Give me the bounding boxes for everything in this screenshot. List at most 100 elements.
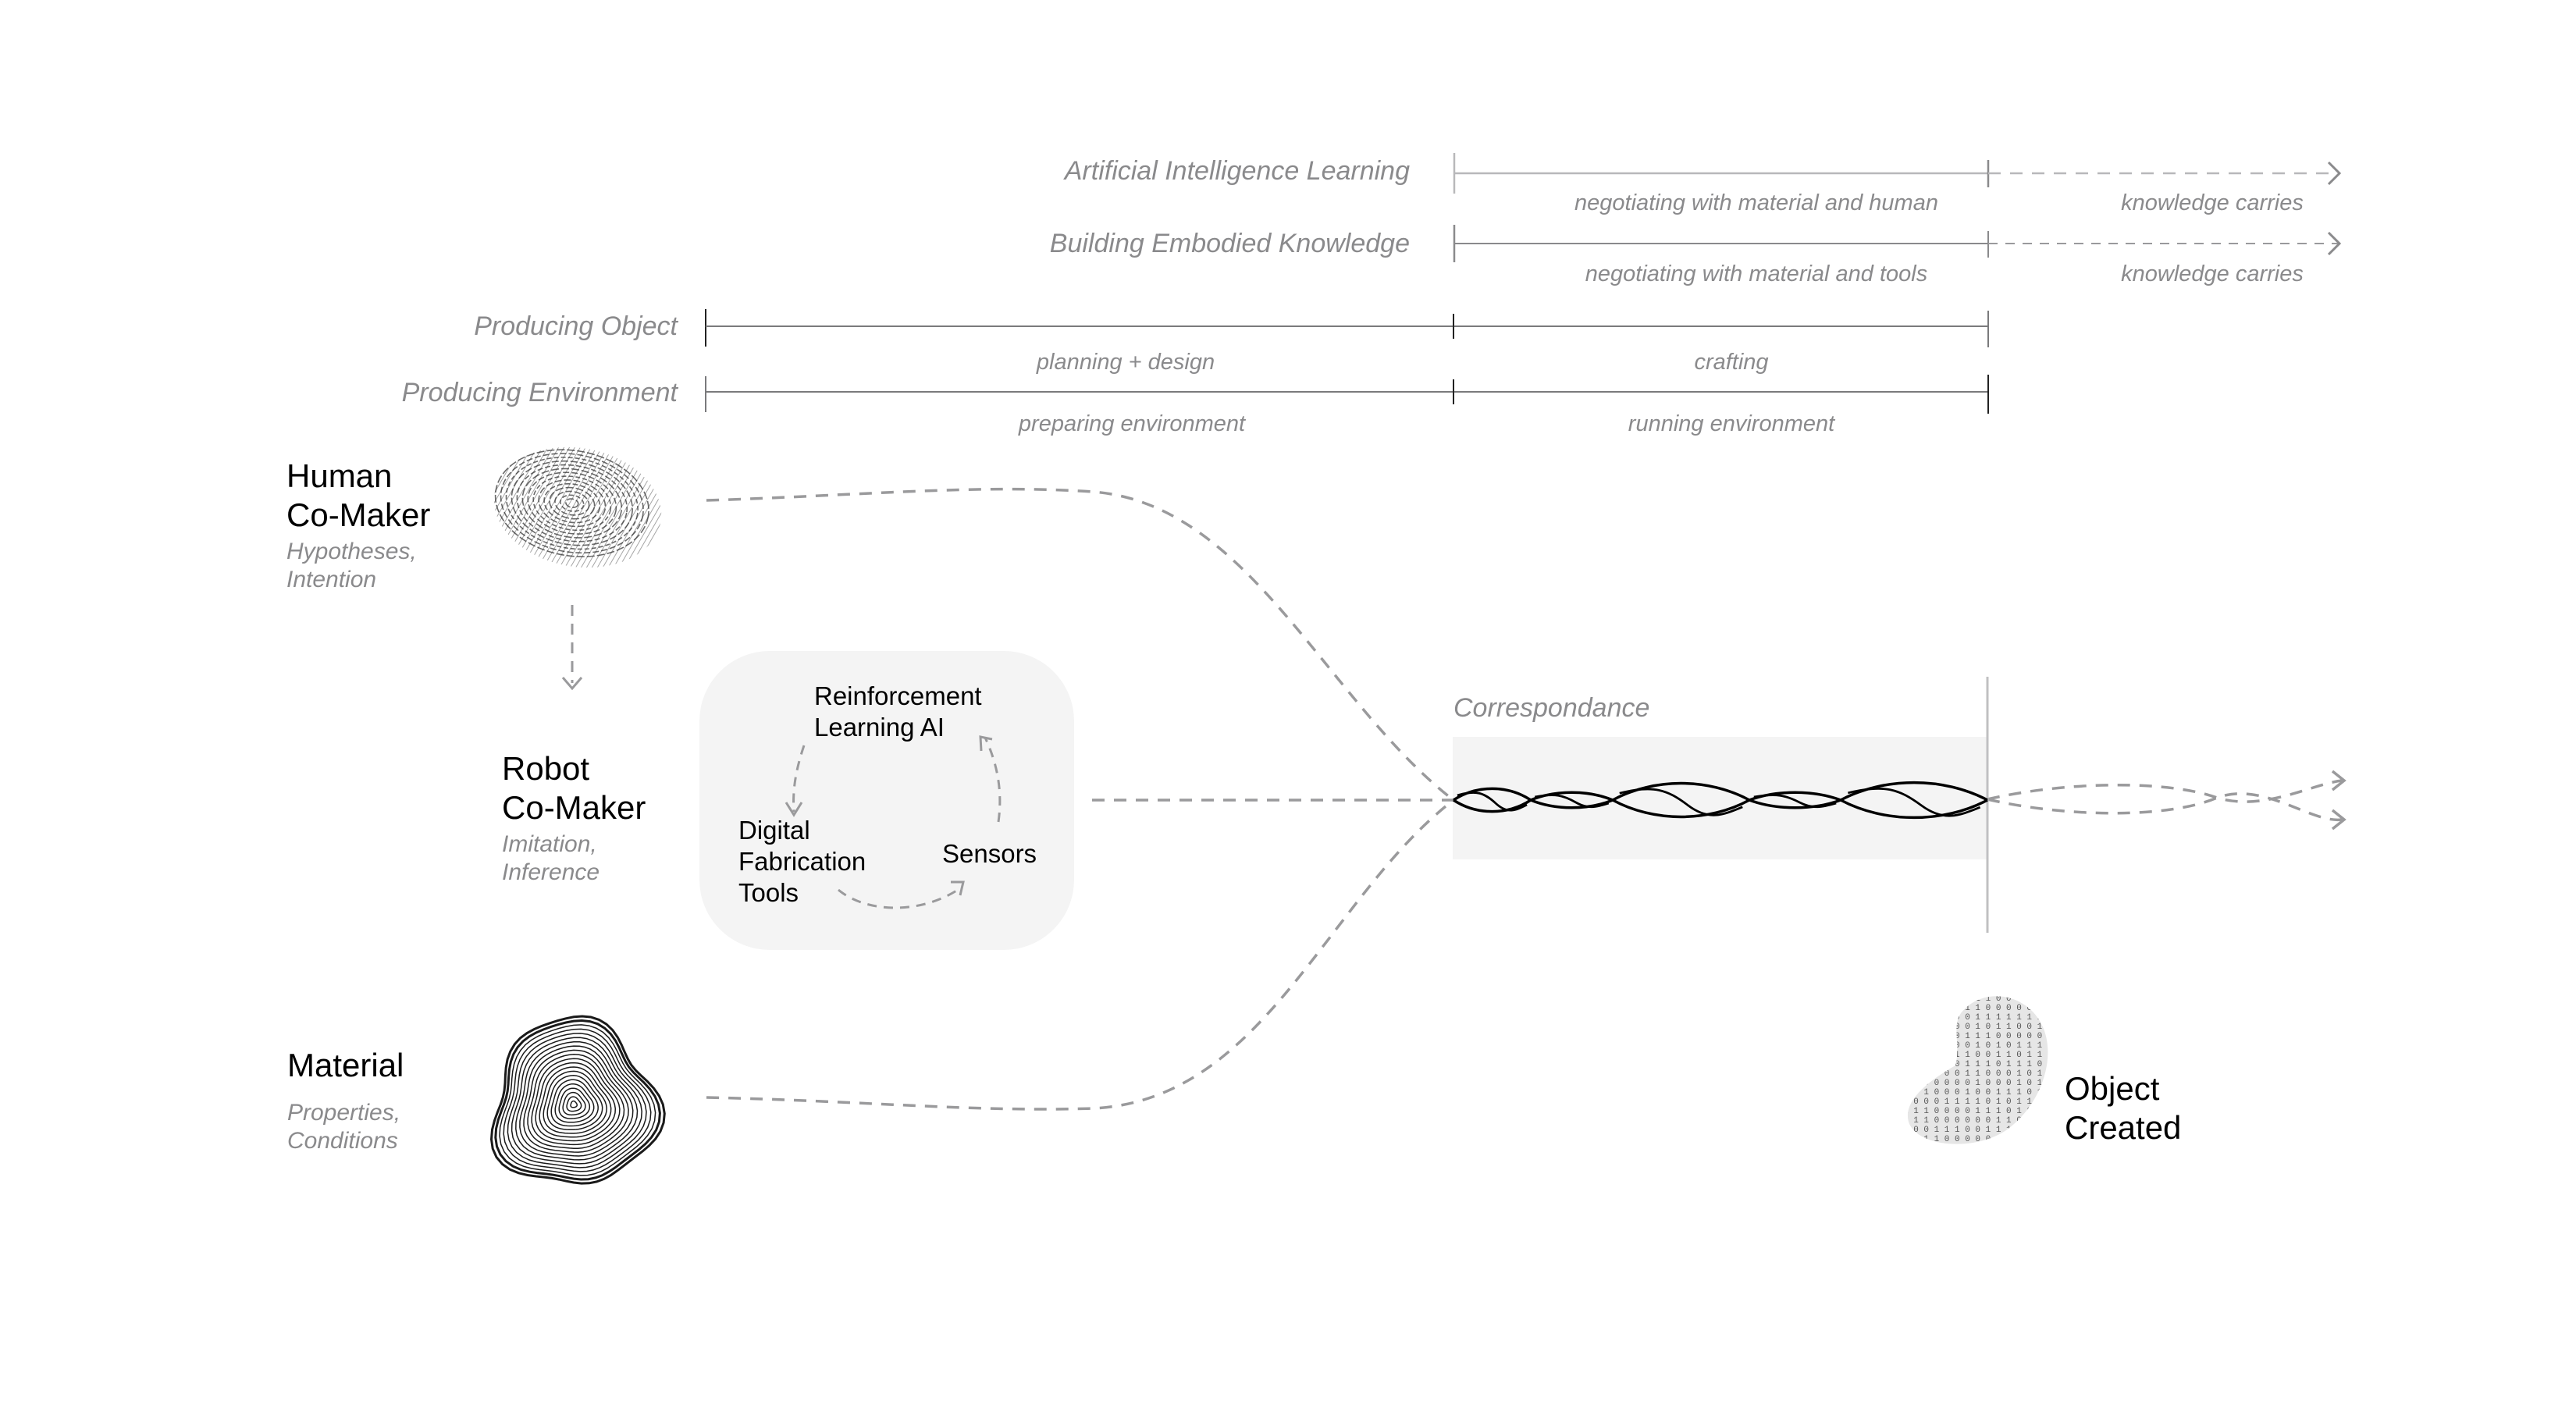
fingerprint-ridge xyxy=(500,453,644,554)
output-object-created: Object Created xyxy=(2065,1069,2181,1147)
loop-label: Reinforcement xyxy=(814,681,982,710)
tree-ring xyxy=(558,1087,591,1119)
timeline-label-ai: Artificial Intelligence Learning xyxy=(1064,156,1410,186)
binary-row: 1 1 1 0 0 0 0 1 1 1 0 1 0 0 1 0 0 0 0 0 … xyxy=(1903,1107,2125,1116)
braid-strand xyxy=(1840,781,1988,802)
fingerprint-ridge xyxy=(494,449,649,557)
output-flow-curve-upper xyxy=(1987,779,2343,803)
binary-row: 0 1 0 0 1 1 1 0 0 1 1 0 1 1 0 1 1 0 0 1 … xyxy=(1903,1051,2125,1060)
binary-row: 0 0 0 0 1 0 0 1 1 1 1 1 1 1 1 0 0 0 0 0 … xyxy=(1903,1013,2125,1023)
actor-material: Material Properties, Conditions xyxy=(287,1046,404,1155)
binary-row: 0 1 0 0 0 0 1 1 1 0 0 0 0 0 0 0 0 0 1 0 … xyxy=(1903,1032,2125,1041)
timeline-segment-label: running environment xyxy=(1628,411,1835,436)
arrow-up-right-icon xyxy=(951,880,965,896)
tree-ring xyxy=(550,1079,599,1127)
fingerprint-ridge xyxy=(549,486,596,520)
binary-row: 0 1 0 0 1 0 0 1 0 1 1 0 0 1 1 0 0 0 1 1 … xyxy=(1903,1023,2125,1032)
braid-strand xyxy=(1840,799,1988,820)
tree-ring xyxy=(511,1037,642,1165)
tree-ring xyxy=(562,1091,586,1116)
fingerprint-ridge xyxy=(516,464,628,542)
actor-subtitle: Properties, xyxy=(287,1100,401,1126)
tree-ring xyxy=(527,1054,625,1149)
tree-ring xyxy=(535,1062,617,1142)
fingerprint-ridge xyxy=(543,482,601,524)
tree-ring xyxy=(531,1058,621,1146)
timeline-segment-label: knowledge carries xyxy=(2121,190,2304,215)
tree-rings-icon xyxy=(489,1015,666,1185)
correspondance-label: Correspondance xyxy=(1453,693,1650,723)
actor-subtitle: Hypotheses, xyxy=(286,539,417,564)
actor-subtitle: Imitation, xyxy=(502,831,597,857)
timeline-label-environment: Producing Environment xyxy=(401,378,678,407)
output-flow-curve-lower xyxy=(1987,792,2343,821)
braid-strand xyxy=(1753,794,1837,809)
tree-ring xyxy=(546,1075,603,1131)
braid-strand xyxy=(1749,799,1841,809)
fingerprint-ridge xyxy=(565,498,579,509)
timeline-segment-label: planning + design xyxy=(1036,350,1215,375)
braid-strand xyxy=(1848,787,1981,817)
actor-title: Co-Maker xyxy=(286,496,431,533)
binary-row: 0 1 0 0 1 0 1 1 0 0 0 0 0 0 1 1 1 0 0 0 … xyxy=(1903,1004,2125,1013)
tree-ring xyxy=(503,1028,652,1172)
correspondance-panel xyxy=(1453,737,1987,859)
tree-ring xyxy=(515,1040,639,1161)
braid-strand xyxy=(1534,794,1610,809)
tree-ring xyxy=(489,1015,666,1185)
timeline-row-embodied xyxy=(1453,225,2342,262)
human-flow-curve xyxy=(706,487,1455,802)
timeline-segment-label: crafting xyxy=(1694,350,1769,375)
arrow-right-icon xyxy=(2331,809,2347,831)
timeline-segment-label: knowledge carries xyxy=(2121,261,2304,286)
binary-row: 1 0 0 0 0 0 0 1 0 1 0 1 1 1 0 0 0 1 0 0 … xyxy=(1903,1041,2125,1051)
arrow-down-icon xyxy=(785,802,803,817)
braid-strand xyxy=(1612,799,1750,819)
binary-row: 0 0 0 0 1 1 1 1 0 1 0 1 1 1 0 0 1 1 0 0 … xyxy=(1903,1097,2125,1107)
fingerprint-ridge xyxy=(505,457,639,550)
loop-node-rl-ai: Reinforcement Learning AI xyxy=(814,681,982,743)
tree-ring xyxy=(523,1049,629,1153)
timeline-row-object xyxy=(705,309,1989,347)
braid-strand xyxy=(1619,788,1743,816)
actor-subtitle: Conditions xyxy=(287,1128,398,1154)
robot-loop-panel xyxy=(699,651,1074,950)
binary-row: 1 1 1 1 0 0 1 1 1 0 1 1 1 0 1 1 0 0 0 1 … xyxy=(1903,1060,2125,1069)
arrow-right-icon xyxy=(2331,770,2347,791)
timeline-label-embodied: Building Embodied Knowledge xyxy=(1049,229,1410,258)
loop-label: Tools xyxy=(738,878,799,907)
tree-ring xyxy=(539,1066,612,1138)
loop-label: Fabrication xyxy=(738,847,866,876)
fingerprint-ridge xyxy=(527,471,617,535)
actor-title: Co-Maker xyxy=(502,789,646,826)
binary-row: 1 0 1 0 0 0 1 0 0 1 1 1 0 1 1 0 0 0 0 1 … xyxy=(1903,1088,2125,1097)
loop-label: Digital xyxy=(738,816,810,845)
loop-arrow-rl-to-tools xyxy=(792,745,806,813)
binary-row: 1 1 0 0 1 0 0 1 1 0 0 1 0 0 1 0 0 1 0 0 … xyxy=(1903,994,2125,1004)
braid-strand xyxy=(1453,787,1532,802)
fingerprint-ridge xyxy=(554,490,590,516)
binary-row: 1 0 1 1 0 0 0 0 0 0 0 1 1 1 0 0 0 0 0 0 … xyxy=(1903,1135,2125,1144)
fingerprint-ridge xyxy=(538,479,607,528)
actor-human: Human Co-Maker Hypotheses, Intention xyxy=(286,457,430,594)
human-to-robot-arrow xyxy=(561,605,583,691)
fingerprint-icon xyxy=(493,446,662,568)
fingerprint-ridge xyxy=(521,468,623,539)
braid-strand xyxy=(1530,799,1614,809)
output-title: Object xyxy=(2065,1070,2160,1107)
arrow-right-icon xyxy=(2327,161,2342,186)
tree-ring xyxy=(554,1083,595,1123)
output-title: Created xyxy=(2065,1109,2182,1146)
tree-ring xyxy=(566,1096,582,1112)
tree-ring xyxy=(494,1019,661,1181)
fingerprint-ridge xyxy=(532,475,612,532)
binary-row: 1 1 0 0 0 0 0 1 0 0 0 1 0 1 1 0 0 0 0 0 … xyxy=(1903,1079,2125,1088)
timeline-segment-label: negotiating with material and tools xyxy=(1585,261,1928,286)
tree-ring xyxy=(543,1070,607,1134)
actor-title: Robot xyxy=(502,750,590,787)
loop-arrow-sensors-to-rl xyxy=(984,737,1002,823)
binary-row: 1 1 1 0 0 0 0 0 0 1 1 0 1 1 0 0 0 0 0 0 … xyxy=(1903,1116,2125,1126)
actor-robot: Robot Co-Maker Imitation, Inference xyxy=(502,749,646,887)
